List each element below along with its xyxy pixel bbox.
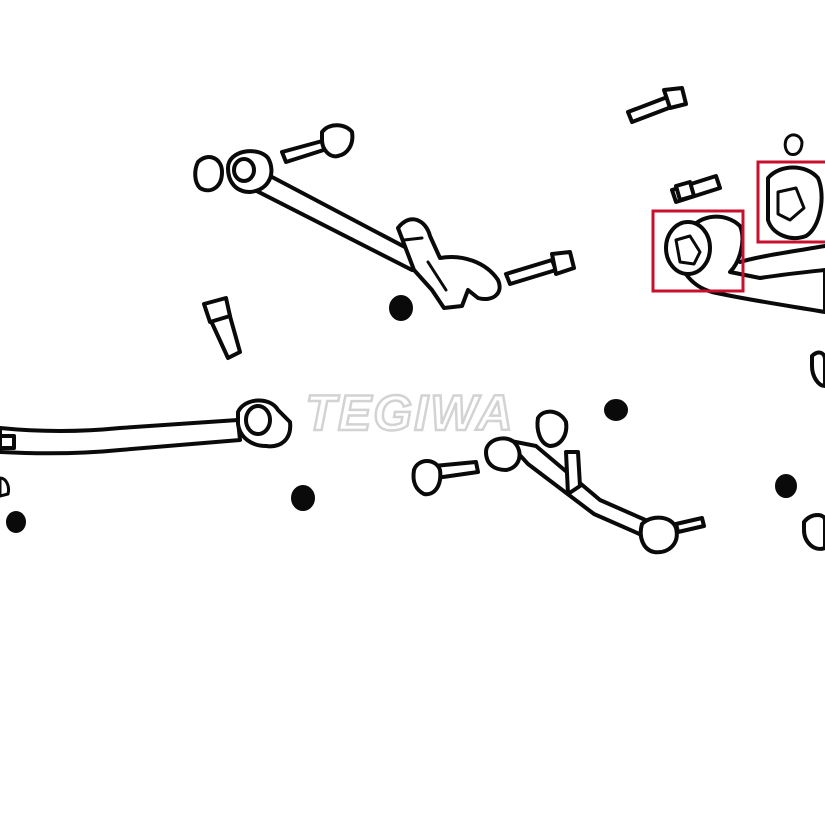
upper-trailing-link xyxy=(193,123,576,310)
hardware-bolts xyxy=(202,86,804,360)
highlight-box-rear-bushing xyxy=(756,160,825,244)
highlight-box-front-bushing xyxy=(651,209,745,293)
watermark-text: TEGIWA xyxy=(305,385,514,441)
bushing-highlights xyxy=(651,160,825,293)
toe-link xyxy=(411,409,825,555)
watermark: TEGIWA xyxy=(304,384,514,443)
lower-lateral-link xyxy=(0,398,293,498)
hardware-nuts xyxy=(6,295,797,533)
upper-control-arm xyxy=(664,165,825,388)
